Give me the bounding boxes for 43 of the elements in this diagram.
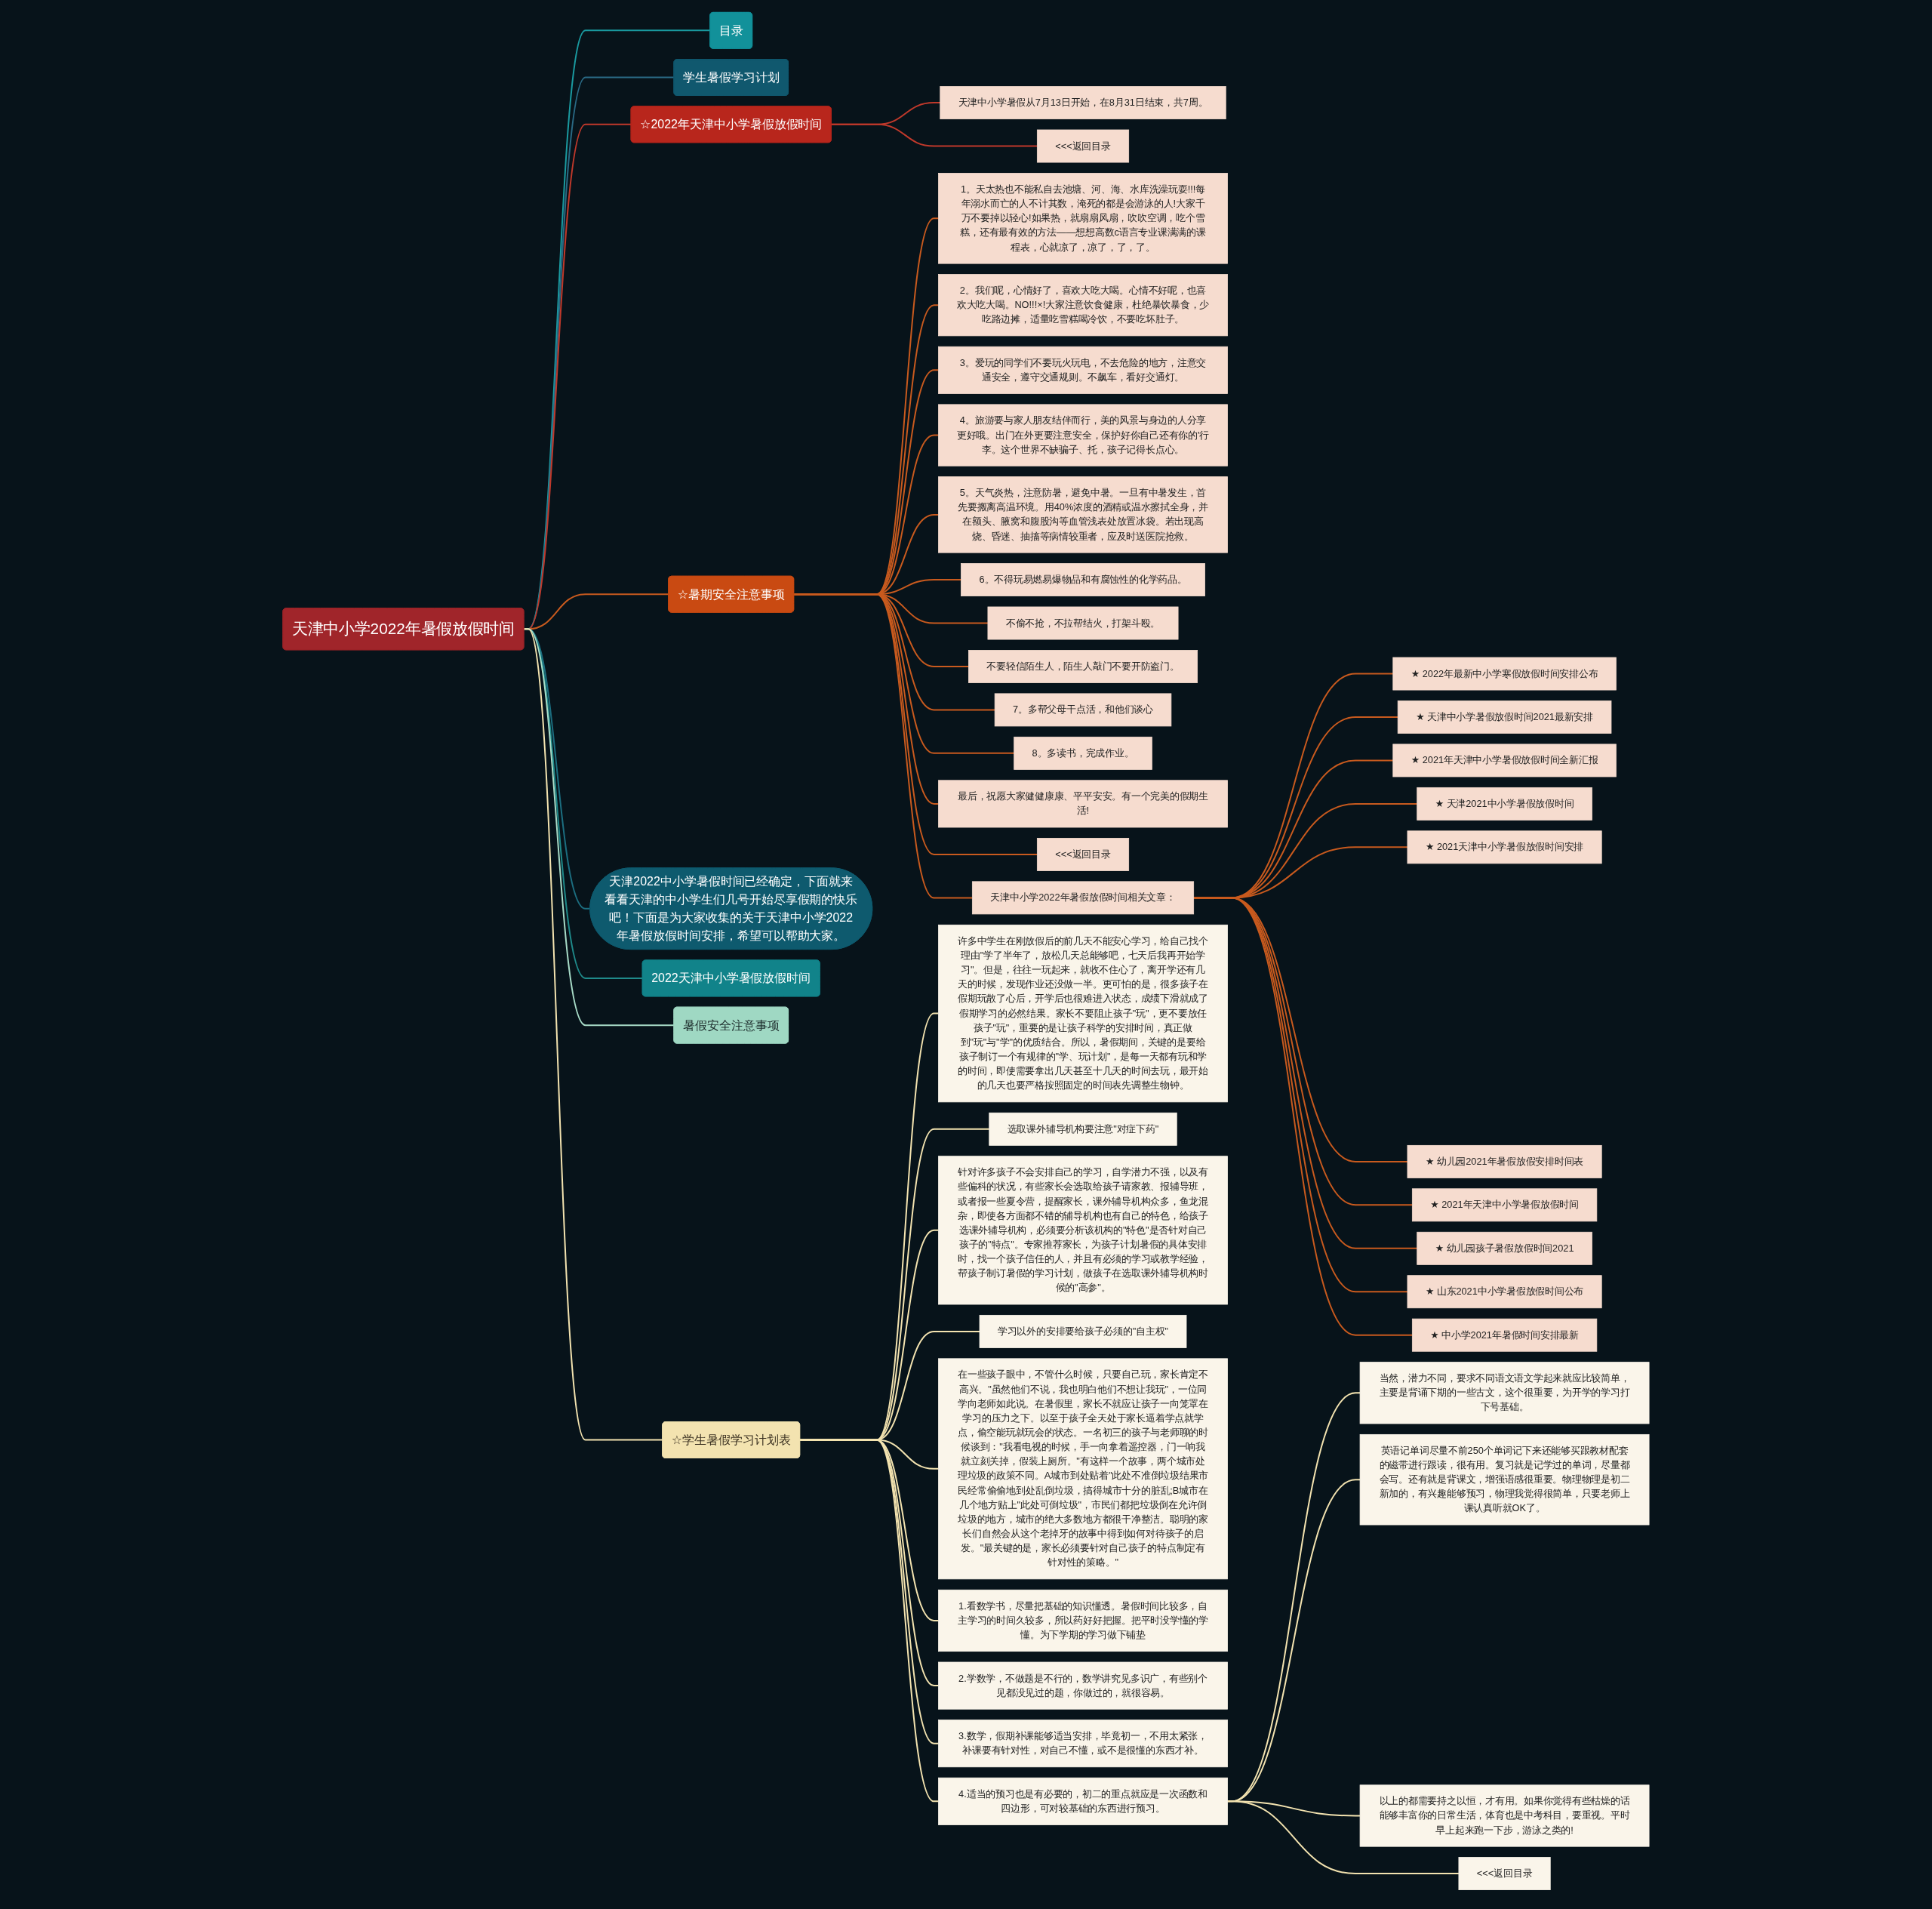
node-box	[979, 1314, 1187, 1348]
node-box	[971, 881, 1195, 915]
node-box	[961, 563, 1205, 596]
node-box	[1036, 838, 1130, 871]
node-box	[938, 173, 1228, 264]
node-box	[1411, 1188, 1598, 1222]
node-box	[938, 1720, 1228, 1768]
node-box	[1392, 744, 1617, 777]
node-box	[938, 1661, 1228, 1710]
node-box	[994, 693, 1172, 727]
node-box	[1417, 1231, 1592, 1265]
node-box	[938, 1358, 1228, 1580]
node-box	[1417, 787, 1592, 821]
node-box	[1407, 1144, 1602, 1178]
node-box	[938, 1589, 1228, 1652]
connector	[798, 1439, 940, 1803]
node-box	[1359, 1362, 1650, 1424]
node-box	[938, 924, 1228, 1103]
node-box	[1458, 1857, 1551, 1890]
connector	[830, 123, 1038, 147]
node-box	[1359, 1433, 1650, 1526]
node-box	[938, 1156, 1228, 1305]
connector	[522, 628, 663, 1441]
node-box	[938, 780, 1228, 828]
node-box	[968, 650, 1198, 683]
node-box	[1014, 736, 1152, 770]
node-box	[938, 1777, 1228, 1825]
node-box	[938, 346, 1228, 394]
mind-map-diagram: 天津中小学2022年暑假放假时间 目录 学生暑假学习计划 ☆2022年天津中小学暑假放假时间 天津中小学暑假从7月13日开始，在8月31日结束，共7周。 <<<返回目录 ☆暑期安全注意事项 1。天太热也不能私自去池塘、河、海、水库洗澡玩耍!!!每年溺水而亡的人不计其数，淹死的都是会游泳的人!大家千万不要掉以轻心!如果热，就扇扇风扇，吹吹空调，吃个雪糕，还有最有效的方法——想想高数c语言专业课满满的课程表，心就凉了，凉了，了，了。 2。我们呢，心情好了，喜欢大吃大喝。心情不好呢，也喜欢大吃大喝。NO!!!×!大家注意饮食健康，杜绝暴饮暴食，少吃路边摊，适量吃雪糕喝冷饮，不要吃坏肚子。 3。爱玩的同学们不要玩火玩电，不去危险的地方，注意交通安全，遵守交通规则。不飙车，看好交通灯。 4。旅游要与家人朋友结伴而行，美的风景与身边的人分享更好哦。出门在外更要注意安全，保护好你自己还有你的'行李。这个世界不缺骗子、托，孩子记得长点心。 5。天气炎热，注意防暑，避免中暑。一旦有中暑发生，首先要搬离高温环境。用40%浓度的酒精或温水擦拭全身，并在额头、腋窝和腹股沟等血管浅表处放置冰袋。若出现高烧、昏迷、抽搐等病情较重者，应及时送医院抢救。 6。不得玩易燃易爆物品和有腐蚀性的化学药品。 不偷不抢，不拉帮结火，打架斗殴。 不要轻信陌生人，陌生人敲门不要开防盗门。 7。多帮父母干点活，和他们谈心 8。多读书，完成作业。 最后，祝愿大家健健康康、平平安安。有一个完美的假期生活! <<<返回目录 天津中小学2022年暑假放假时间相关文章： ★ 2022年最新中小学寒假放假时间安排公布 ★ 天津中小学暑假放假时间2021最新安排 ★ 2021年天津中小学暑假放假时间全新汇报 ★ 天津2021中小学暑假放假时间 ★ 2021天津中小学暑假放假时间安排 ★ 幼儿园2021年暑假放假安排时间表 ★ 2021年天津中小学暑假放假时间 ★ 幼儿园孩子暑假放假时间2021 ★ 山东2021中小学暑假放假时间公布 ★ 中小学2021年暑假时间安排最新 天津2022中小学暑假时间已经确定，下面就来看看天津的中小学生们几号开始尽享假期的快乐吧！下面是为大家收集的关于天津中小学2022年暑假放假时间安排，希望可以帮助大家。 2022天津中小学暑假放假时间 暑假安全注意事项 ☆学生暑假学习计划表 许多中学生在刚放假后的前几天不能安心学习，给自己找个理由"学了半年了，放松几天总能够吧，七天后我再开始学习"。但是，往往一玩起来，就收不住心了，离开学还有几天的时候，发现作业还没做一半。更可怕的是，很多孩子在假期玩散了心后，开学后也很难进入状态，成绩下滑就成了假期学习的必然结果。家长不要阻止孩子"玩"，更不要放任孩子"玩"，重要的是让孩子科学的安排时间，真正做到"玩"与"学"的优质结合。所以，暑假期间，关键的是要给孩子制订一个有规律的"学、玩计划"，是每一天都有玩和学的时间，即使需要拿出几天甚至十几天的时间去玩，最开始的几天也要严格按照固定的时间表先调整生物钟。 选取课外辅导机构要注意"对症下药" 针对许多孩子不会安排自己的学习，自学潜力不强，以及有些偏科的状况，有些家长会选取给孩子请家教、报辅导班，或者报一些夏令营，提醒家长，课外辅导机构众多，鱼龙混杂，即使各方面都不错的辅导机构也有自己的特色，给孩子选课外辅导机构，必须要分析该机构的"特色"是否针对自己孩子的"特点"。专家推荐家长，为孩子计划暑假的具体安排时，找一个孩子信任的人，并且有必须的学习或教学经验，帮孩子制订暑假的学习计划，做孩子在选取课外辅导机构时候的"高参"。 学习以外的安排要给孩子必须的"自主权" 在一些孩子眼中，不管什么时候，只要自己玩，家长肯定不高兴。"虽然他们不说，我也明白他们不想让我玩"，一位同学向老师如此说。在暑假里，家长不就应让孩子一向笼罩在学习的压力之下。以至于孩子全天处于家长逼着学点就学点，偷空能玩就玩会的状态。一名初三的孩子与老师聊的时候谈到："我看电视的时候，手一向拿着遥控器，门一响我就立刻关掉，假装上厕所。"有这样一个故事，两个城市处理垃圾的政策不同。A城市到处贴着"此处不准倒垃圾结果市民经常偷偷地到处乱倒垃圾，搞得城市十分的脏乱;B城市在几个地方贴上"此处可倒垃圾"，市民们都把垃圾倒在允许倒垃圾的地方，城市的绝大多数地方都很干净整洁。聪明的家长们自然会从这个老掉牙的故事中得到如何对待孩子的启发。"最关键的是，家长必须要针对自己孩子的特点制定有针对性的策略。" 1.看数学书，尽量把基础的知识懂透。暑假时间比较多，自主学习的时间久较多，所以药好好把握。把平时没学懂的学懂。为下学期的学习做下铺垫 2.学数学，不做题是不行的，数学讲究见多识广，有些别个见都没见过的题，你做过的，就很容易。 3.数学，假期补课能够适当安排，毕竟初一，不用太紧张，补课要有针对性，对自己不懂，或不是很懂的东西才补。 4.适当的预习也是有必要的，初二的重点就应是一次函数和四边形，可对较基础的东西进行预习。 当然，潜力不同，要求不同语文语文学起来就应比较简单，主要是背诵下期的一些古文，这个很重要，为开学的学习打下号基础。 英语记单词尽量不前250个单词记下来还能够买跟教材配套的磁带进行跟读，很有用。复习就是记学过的单词，尽量都会写。还有就是背课文，增强语感很重要。物理物理是初二新加的，有兴趣能够预习，物理我觉得很简单，只要老师上课认真听就OK了。 以上的都需要持之以恒，才有用。如果你觉得有些枯燥的话能够丰富你的日常生活，体育也是中考科目，要重视。平时早上起来跑一下步，游泳之类的! <<<返回目录	[8, 8, 1924, 1895]
node-box	[987, 606, 1179, 640]
node-box	[1392, 657, 1617, 691]
node-box	[1359, 1784, 1650, 1847]
node-box	[938, 404, 1228, 466]
node-box	[938, 476, 1228, 553]
node-box	[1407, 830, 1602, 864]
node-box	[940, 86, 1226, 119]
node-box	[1411, 1318, 1598, 1352]
connector	[1226, 1800, 1460, 1875]
node-box	[1397, 700, 1612, 734]
node-box	[938, 274, 1228, 337]
node-box	[1036, 129, 1130, 163]
node-box	[989, 1112, 1177, 1146]
node-box	[1407, 1275, 1602, 1309]
